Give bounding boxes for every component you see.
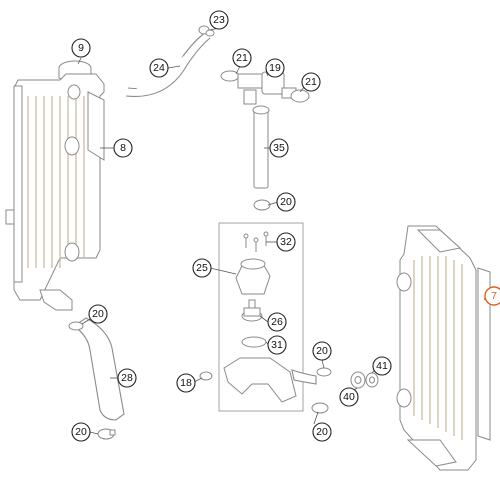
callout-20-bottom-right-label: 20 xyxy=(316,426,328,438)
callout-7-label: 7 xyxy=(491,290,497,302)
callout-35-label: 35 xyxy=(273,142,285,154)
callout-9: 9 xyxy=(71,38,91,58)
callout-40: 40 xyxy=(339,387,359,407)
callout-21-left: 21 xyxy=(232,48,252,68)
callout-20-bottom-right: 20 xyxy=(312,422,332,442)
right-radiator xyxy=(396,225,491,471)
callout-20-left-upper: 20 xyxy=(88,304,108,324)
callout-20-top-label: 20 xyxy=(280,196,292,208)
callout-19-label: 19 xyxy=(269,62,281,74)
callout-21-right: 21 xyxy=(301,72,321,92)
callout-41-label: 41 xyxy=(376,360,388,372)
callout-9-label: 9 xyxy=(78,42,84,54)
callout-20-top: 20 xyxy=(276,192,296,212)
clamp-20-d xyxy=(316,367,332,377)
callout-26-label: 26 xyxy=(271,316,283,328)
callout-20-mid-right-label: 20 xyxy=(316,345,328,357)
washer-41 xyxy=(365,372,379,388)
callout-25: 25 xyxy=(192,258,212,278)
hose-28 xyxy=(73,317,125,421)
clamp-20-c xyxy=(253,199,271,211)
thermostat-group-box xyxy=(218,222,304,412)
hose-right xyxy=(291,369,317,385)
callout-41: 41 xyxy=(372,356,392,376)
thermostat-26 xyxy=(241,299,263,322)
callout-35: 35 xyxy=(269,138,289,158)
thermostat-housing xyxy=(223,357,297,403)
callout-32: 32 xyxy=(276,232,296,252)
callout-24: 24 xyxy=(149,58,169,78)
clamp-23 xyxy=(198,25,215,37)
clamp-18 xyxy=(199,371,213,381)
left-radiator xyxy=(5,60,105,311)
clamp-20-b xyxy=(97,428,116,440)
callout-20-mid-right: 20 xyxy=(312,341,332,361)
callout-23: 23 xyxy=(209,10,229,30)
callout-21-left-label: 21 xyxy=(236,52,248,64)
callout-28-label: 28 xyxy=(121,372,133,384)
callout-20-left-lower: 20 xyxy=(71,422,91,442)
clamp-20-a xyxy=(68,321,84,331)
leader-lines xyxy=(77,27,487,435)
callout-18: 18 xyxy=(176,373,196,393)
callout-25-label: 25 xyxy=(196,262,208,274)
t-fitting-assembly xyxy=(220,70,310,105)
callout-19: 19 xyxy=(265,58,285,78)
callout-8-label: 8 xyxy=(120,142,126,154)
clamp-20-e xyxy=(311,402,329,414)
callout-31-label: 31 xyxy=(271,339,283,351)
callout-28: 28 xyxy=(117,368,137,388)
screws-32 xyxy=(243,231,269,252)
bushing-40 xyxy=(350,371,366,389)
callout-20-left-upper-label: 20 xyxy=(92,308,104,320)
callout-32-label: 32 xyxy=(280,236,292,248)
callout-23-label: 23 xyxy=(213,14,225,26)
callout-18-label: 18 xyxy=(180,377,192,389)
callout-24-label: 24 xyxy=(153,62,165,74)
callout-20-left-lower-label: 20 xyxy=(75,426,87,438)
o-ring-31 xyxy=(241,336,267,348)
pipe-35 xyxy=(252,105,270,189)
callout-21-right-label: 21 xyxy=(305,76,317,88)
callout-8: 8 xyxy=(113,138,133,158)
callout-7: 7 xyxy=(484,286,500,306)
callout-40-label: 40 xyxy=(343,391,355,403)
callout-26: 26 xyxy=(267,312,287,332)
callout-31: 31 xyxy=(267,335,287,355)
thermostat-cover-25 xyxy=(235,258,271,295)
